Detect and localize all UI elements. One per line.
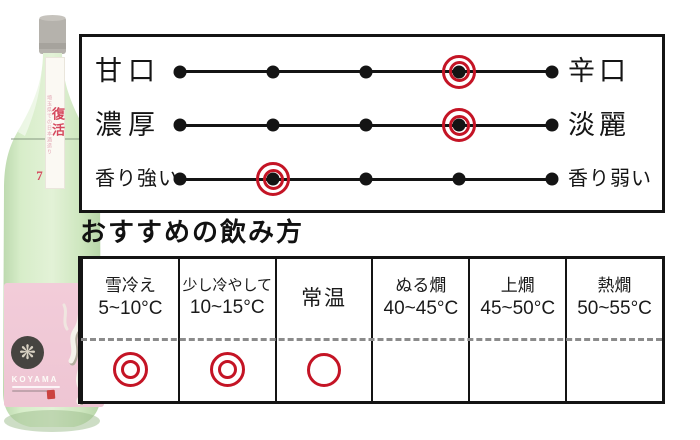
neck-label: 復活 埼玉県での日本酒造り 7: [32, 57, 65, 189]
scale-dot: [545, 65, 559, 79]
selected-position-marker: [442, 54, 476, 89]
neck-label-title: 復活: [50, 107, 65, 139]
scale-dot: [545, 172, 559, 186]
scale-right-label: 辛口: [568, 56, 630, 87]
selected-position-marker: [256, 162, 290, 197]
scale-dot: [545, 118, 559, 132]
temp-name: 上燗: [500, 276, 535, 296]
temp-range: 50~55°C: [577, 297, 652, 319]
scale-dot: [359, 65, 373, 79]
double-circle-mark: [209, 352, 245, 387]
brand-name: KOYAMA: [11, 375, 59, 384]
sake-bottle: 復活 埼玉県での日本酒造り 7 ❋ KOYAMA: [0, 0, 140, 435]
scale-row: 香り強い 香り弱い: [82, 160, 662, 198]
column-mark-cell: [470, 338, 565, 401]
circle-mark: [307, 352, 342, 387]
scale-dot: [452, 172, 466, 186]
scale-dot: [359, 172, 373, 186]
double-circle-mark: [112, 352, 148, 387]
temp-name: ぬる燗: [395, 276, 447, 296]
scale-track: [173, 53, 559, 91]
column-mark-cell: [373, 338, 468, 401]
red-seal-stamp: [46, 389, 56, 400]
scale-row: 濃厚 淡麗: [82, 106, 662, 144]
column-mark-cell: [83, 338, 178, 401]
column-header: 常温: [277, 259, 372, 338]
scale-track: [173, 106, 559, 144]
bottle-cap: [39, 15, 66, 54]
temp-range: 5~10°C: [98, 297, 163, 319]
scale-right-label: 淡麗: [568, 109, 630, 140]
marker-inner-ring: [262, 168, 284, 190]
temp-name: 少し冷やして: [182, 277, 273, 295]
scale-dot: [173, 172, 187, 186]
temp-name: 雪冷え: [104, 276, 156, 296]
double-circle-inner: [217, 360, 237, 379]
label-fine-print: [12, 386, 60, 394]
scale-track: [173, 160, 559, 198]
brewery-crest-icon: ❋: [11, 336, 44, 369]
scale-dot: [173, 118, 187, 132]
scale-left-label: 甘口: [95, 56, 161, 87]
scale-dot: [359, 118, 373, 132]
temperature-column: 常温: [274, 259, 372, 401]
scale-left-label: 濃厚: [95, 109, 161, 140]
column-mark-cell: [277, 338, 372, 401]
column-mark-cell: [567, 338, 662, 401]
temp-name: 熱燗: [597, 276, 632, 296]
temp-name: 常温: [301, 286, 348, 310]
temp-range: 10~15°C: [189, 296, 265, 318]
selected-position-marker: [442, 108, 476, 143]
taste-profile-chart: 甘口 辛口濃厚 淡麗香り強い 香り弱い: [79, 34, 665, 213]
bottle-base-shade: [4, 410, 100, 432]
temp-range: 40~45°C: [383, 297, 459, 319]
marker-inner-ring: [448, 114, 470, 136]
scale-dot: [266, 65, 280, 79]
temp-range: 45~50°C: [480, 297, 556, 319]
double-circle-inner: [120, 360, 140, 379]
marker-inner-ring: [448, 61, 470, 83]
scale-dot: [173, 65, 187, 79]
column-mark-cell: [180, 338, 275, 401]
scale-dot: [266, 118, 280, 132]
neck-label-number: 7: [32, 168, 47, 183]
scale-right-label: 香り弱い: [568, 168, 652, 191]
glass-highlight: [18, 62, 42, 136]
neck-label-subtitle: 埼玉県での日本酒造り: [46, 95, 52, 155]
scale-row: 甘口 辛口: [82, 53, 662, 91]
section-title: おすすめの飲み方: [80, 218, 305, 247]
scale-left-label: 香り強い: [95, 168, 179, 191]
